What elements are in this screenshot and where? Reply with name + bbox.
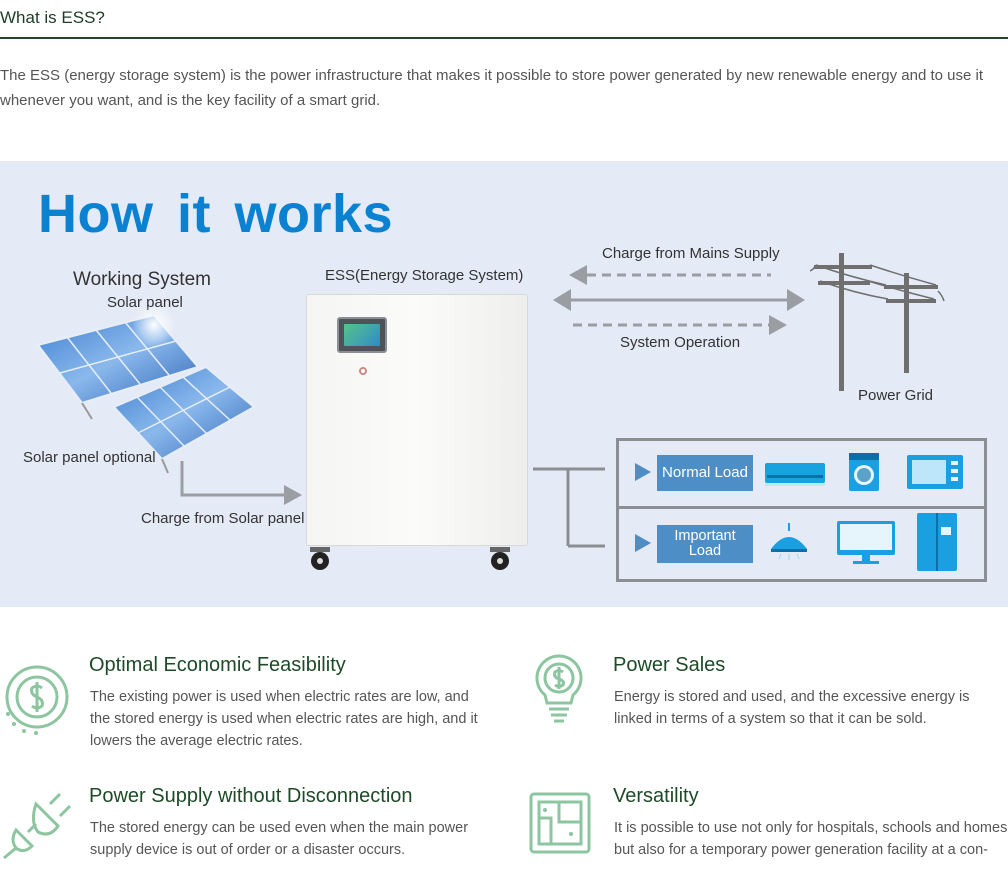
intro-text: The ESS (energy storage system) is the p… [0, 67, 984, 109]
feature-text-power-sales: Energy is stored and used, and the exces… [614, 689, 970, 727]
feature-text-economic: The existing power is used when electric… [90, 689, 478, 749]
monitor-icon [837, 521, 895, 564]
charge-from-solar-label: Charge from Solar panel [141, 510, 305, 527]
load-connector-lines [533, 467, 605, 548]
system-operation-label: System Operation [620, 334, 741, 351]
important-load-line2: Load [688, 543, 722, 559]
dollar-coin-icon [5, 665, 69, 735]
how-it-works-heading: How it works [38, 184, 394, 244]
feature-text-versatility: It is possible to use not only for hospi… [614, 820, 1008, 858]
feature-text-supply: The stored energy can be used even when … [90, 820, 469, 858]
load-divider [619, 506, 984, 509]
solar-panel-optional-label: Solar panel optional [23, 449, 156, 466]
feature-title-supply: Power Supply without Disconnection [89, 785, 413, 807]
microwave-icon [907, 455, 963, 489]
washing-machine-icon [849, 453, 879, 491]
wheel-icon [490, 547, 510, 570]
ceiling-lamp-icon [771, 523, 807, 560]
load-panel: Normal Load Important Load [616, 438, 987, 582]
air-conditioner-icon [765, 463, 825, 486]
how-it-works-panel: How it works Working System Solar panel [0, 161, 1008, 607]
refrigerator-icon [917, 513, 957, 571]
lightbulb-dollar-icon [535, 654, 583, 723]
important-load-tag: Important Load [657, 525, 753, 563]
ess-power-button-icon [359, 367, 367, 375]
section-title: What is ESS? [0, 8, 105, 27]
feature-title-power-sales: Power Sales [613, 654, 726, 676]
working-system-label: Working System [73, 269, 211, 290]
play-triangle-icon [635, 463, 651, 481]
important-load-line1: Important [674, 528, 736, 544]
play-triangle-icon [635, 534, 651, 552]
wheel-icon [310, 547, 330, 570]
ess-label: ESS(Energy Storage System) [325, 267, 524, 284]
solar-panel-icon [36, 307, 256, 474]
grid-flow-arrows [553, 265, 805, 335]
charge-from-mains-label: Charge from Mains Supply [602, 245, 780, 262]
ess-display-icon [337, 317, 387, 353]
solar-charge-arrow [180, 461, 302, 505]
ess-unit [306, 294, 528, 546]
feature-title-versatility: Versatility [613, 785, 699, 807]
feature-title-economic: Optimal Economic Feasibility [89, 654, 346, 676]
title-divider [0, 37, 1008, 39]
floorplan-icon [529, 792, 591, 854]
power-grid-label: Power Grid [858, 387, 934, 404]
power-pole-icon [810, 253, 945, 391]
normal-load-tag: Normal Load [657, 455, 753, 491]
plug-icon [3, 792, 72, 860]
